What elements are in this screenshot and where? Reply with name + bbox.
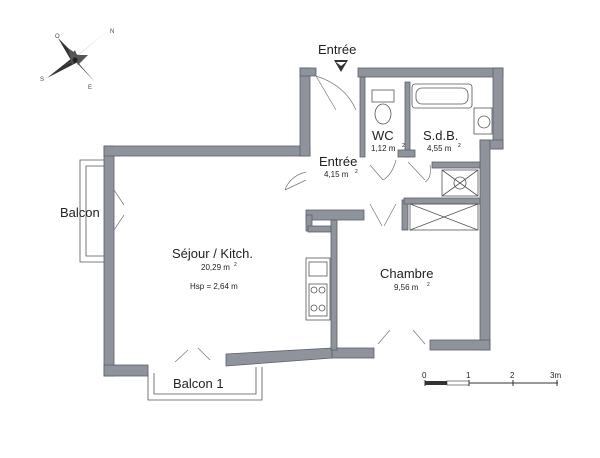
scale-tick-1: 1 bbox=[466, 371, 471, 380]
sdb-name: S.d.B. bbox=[423, 128, 458, 143]
entree-area-sup: 2 bbox=[355, 169, 358, 175]
entree-name: Entrée bbox=[319, 154, 357, 169]
chambre-area-sup: 2 bbox=[427, 282, 430, 288]
entrance-label: Entrée bbox=[318, 42, 356, 57]
compass-n: N bbox=[110, 29, 114, 35]
compass-e: E bbox=[88, 85, 92, 91]
scale-tick-2: 2 bbox=[510, 371, 515, 380]
balcon-1-outline bbox=[147, 367, 263, 401]
scale-tick-3: 3m bbox=[550, 371, 561, 380]
scale-tick-0: 0 bbox=[422, 371, 427, 380]
sejour-area: 20,29 m bbox=[201, 263, 230, 272]
balcon-2-label: Balcon 2 bbox=[60, 205, 111, 220]
sdb-area-sup: 2 bbox=[458, 143, 461, 149]
compass-o: O bbox=[55, 34, 60, 40]
entree-area: 4,15 m bbox=[324, 170, 349, 179]
sejour-height: Hsp = 2,64 m bbox=[190, 282, 238, 291]
doors bbox=[113, 75, 431, 363]
sejour-area-sup: 2 bbox=[234, 262, 237, 268]
compass-rose-icon: N S E O bbox=[40, 29, 114, 91]
balcon-2-outline bbox=[79, 159, 106, 263]
fixtures bbox=[305, 83, 493, 321]
wc-area: 1,12 m bbox=[371, 144, 396, 153]
chambre-area: 9,56 m bbox=[394, 283, 419, 292]
walls bbox=[103, 67, 504, 377]
scale-bar: 0 1 2 3m bbox=[422, 371, 561, 386]
chambre-name: Chambre bbox=[380, 266, 433, 281]
wc-area-sup: 2 bbox=[402, 143, 405, 149]
wc-name: WC bbox=[372, 128, 394, 143]
balcon-1-label: Balcon 1 bbox=[173, 376, 224, 391]
sdb-area: 4,55 m bbox=[427, 144, 452, 153]
sejour-name: Séjour / Kitch. bbox=[172, 246, 253, 261]
compass-s: S bbox=[40, 77, 44, 83]
